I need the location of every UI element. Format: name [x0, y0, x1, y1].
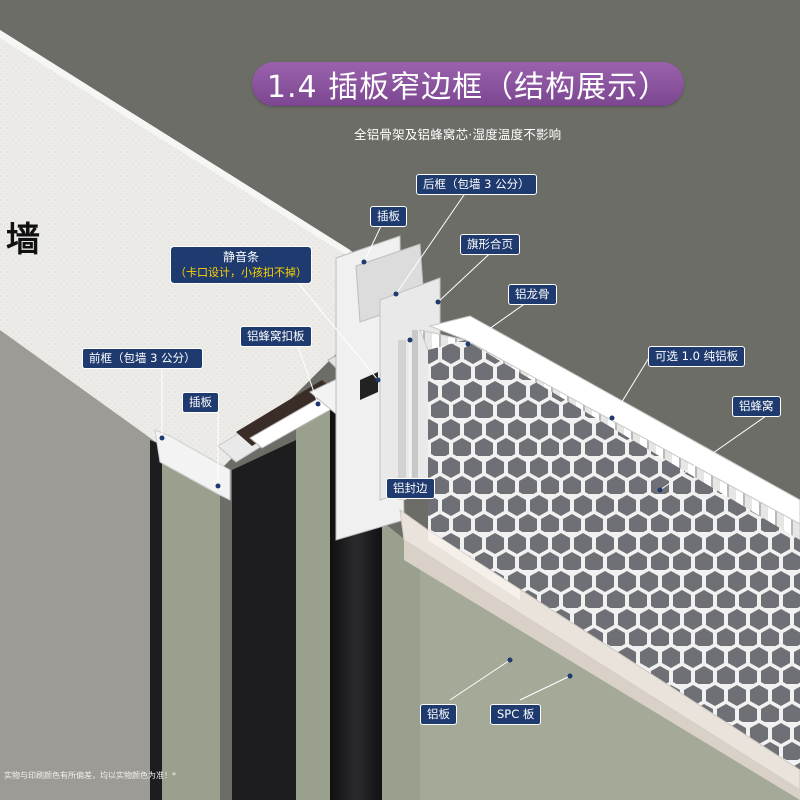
label-back-frame: 后框（包墙 3 公分）: [416, 174, 537, 195]
label-honeycomb: 铝蜂窝: [732, 396, 781, 417]
page-title: 1.4 插板窄边框（结构展示）: [252, 62, 684, 106]
label-insert-plate-left: 插板: [182, 392, 219, 413]
label-front-frame: 前框（包墙 3 公分）: [82, 348, 203, 369]
label-flag-hinge: 旗形合页: [460, 234, 520, 255]
wall-label: 墙: [6, 212, 40, 261]
label-optional-plate: 可选 1.0 纯铝板: [648, 346, 745, 367]
label-insert-plate-top: 插板: [370, 206, 407, 227]
label-seal-edge: 铝封边: [386, 478, 435, 499]
label-silent-strip-title: 静音条: [171, 249, 311, 265]
page-subtitle: 全铝骨架及铝蜂窝芯·湿度温度不影响: [354, 124, 561, 143]
label-aluminum-plate: 铝板: [420, 704, 457, 725]
label-silent-strip-note: （卡口设计，小孩扣不掉）: [171, 265, 311, 281]
label-aluminum-keel: 铝龙骨: [508, 284, 557, 305]
label-silent-strip: 静音条 （卡口设计，小孩扣不掉）: [170, 246, 312, 284]
label-spc-plate: SPC 板: [490, 704, 541, 725]
label-honeycomb-clip: 铝蜂窝扣板: [240, 326, 312, 347]
disclaimer-text: 实物与印刷颜色有所偏差，均以实物颜色为准！*: [4, 770, 176, 781]
